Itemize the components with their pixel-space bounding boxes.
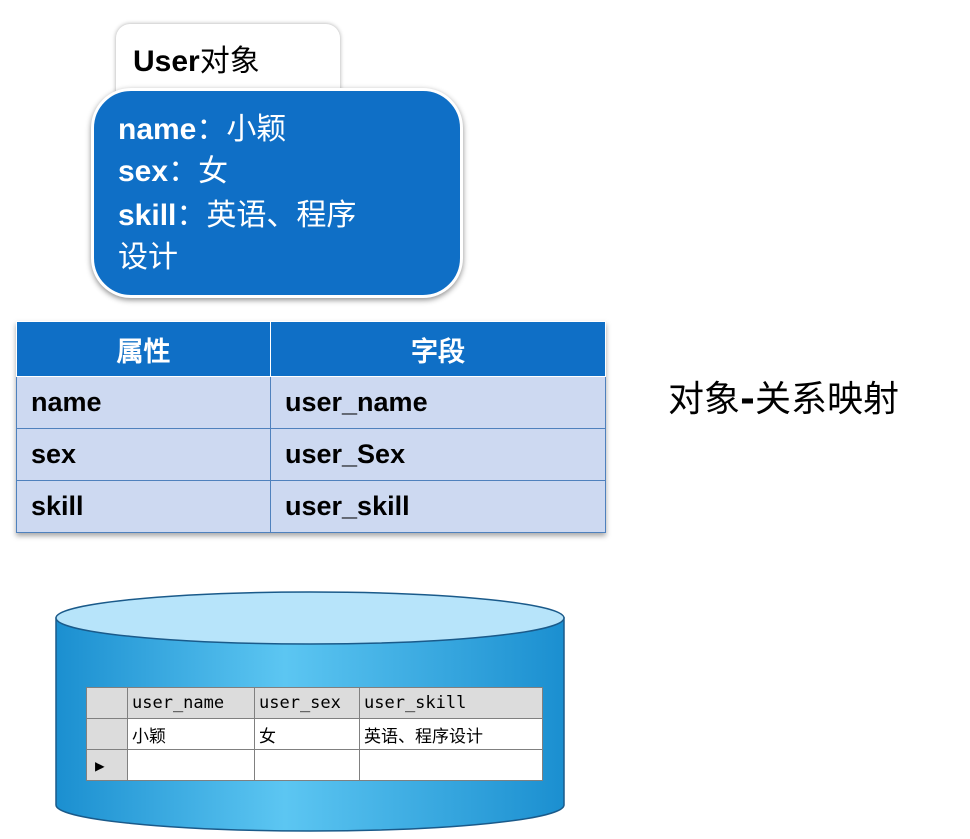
object-title-tab bbox=[116, 24, 340, 96]
object-card bbox=[91, 88, 463, 298]
property-name: name：小颖 bbox=[118, 113, 287, 146]
object-title: User对象 bbox=[133, 45, 260, 78]
table-row[interactable]: 小颖 女 英语、程序设计 bbox=[86, 718, 543, 750]
cell-attribute: name bbox=[16, 376, 271, 429]
row-selector-header bbox=[86, 687, 128, 719]
column-header[interactable]: user_sex bbox=[254, 687, 360, 719]
cell-field: user_name bbox=[270, 376, 606, 429]
grid-cell[interactable]: 女 bbox=[254, 718, 360, 750]
cell-attribute: skill bbox=[16, 480, 271, 533]
property-sex: sex：女 bbox=[118, 155, 229, 188]
database-grid: user_name user_sex user_skill 小颖 女 英语、程序… bbox=[86, 687, 543, 781]
header-attribute: 属性 bbox=[16, 321, 271, 377]
cell-field: user_Sex bbox=[270, 428, 606, 481]
table-row-new[interactable]: ▶ bbox=[86, 749, 543, 781]
grid-cell[interactable] bbox=[127, 749, 255, 781]
current-row-arrow-icon[interactable]: ▶ bbox=[86, 749, 128, 781]
table-row: skill user_skill bbox=[16, 480, 606, 533]
property-skill: skill：英语、程序 bbox=[118, 199, 357, 232]
grid-cell[interactable] bbox=[254, 749, 360, 781]
header-field: 字段 bbox=[270, 321, 606, 377]
cell-field: user_skill bbox=[270, 480, 606, 533]
grid-cell[interactable]: 小颖 bbox=[127, 718, 255, 750]
grid-cell[interactable] bbox=[359, 749, 543, 781]
row-selector[interactable] bbox=[86, 718, 128, 750]
mapping-table: 属性 字段 name user_name sex user_Sex skill … bbox=[16, 321, 606, 533]
orm-label: 对象-关系映射 bbox=[668, 379, 899, 420]
column-header[interactable]: user_skill bbox=[359, 687, 543, 719]
mapping-header-row: 属性 字段 bbox=[16, 321, 606, 377]
cell-attribute: sex bbox=[16, 428, 271, 481]
table-row: name user_name bbox=[16, 376, 606, 429]
grid-header-row: user_name user_sex user_skill bbox=[86, 687, 543, 719]
grid-cell[interactable]: 英语、程序设计 bbox=[359, 718, 543, 750]
column-header[interactable]: user_name bbox=[127, 687, 255, 719]
table-row: sex user_Sex bbox=[16, 428, 606, 481]
property-skill-wrap: 设计 bbox=[118, 241, 178, 274]
